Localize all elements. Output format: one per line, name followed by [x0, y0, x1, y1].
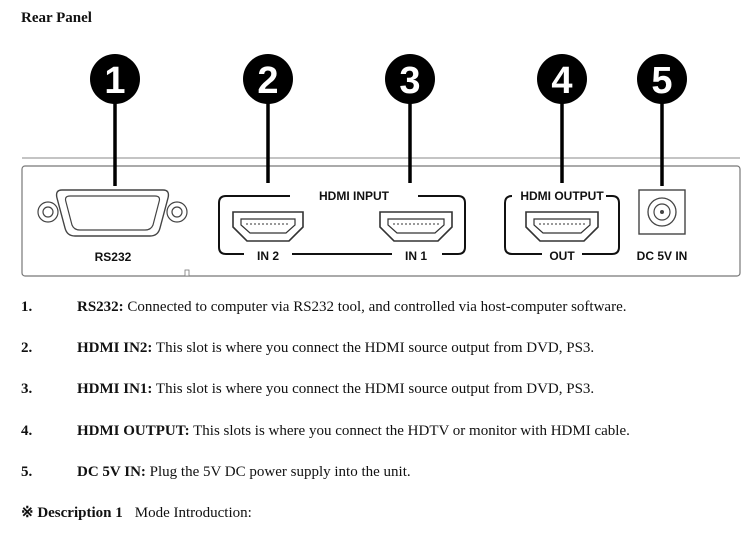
hdmi-input-bracket [218, 195, 466, 255]
item-number: 2. [21, 340, 33, 356]
hdmi-output-bracket [504, 195, 620, 255]
item-body: HDMI IN1: This slot is where you connect… [77, 381, 594, 398]
callout-2-circle [243, 54, 293, 104]
dc-label: DC 5V IN [637, 249, 688, 263]
hdmi-out-port [525, 211, 599, 242]
callout-5-circle [637, 54, 687, 104]
hdmi-in2-port [232, 211, 304, 242]
callout-2: 2 [257, 60, 278, 102]
note-text: Mode Introduction: [134, 505, 252, 521]
item-term: HDMI OUTPUT: [77, 423, 190, 439]
rs232-port [37, 189, 188, 237]
item-text: This slots is where you connect the HDTV… [189, 423, 630, 439]
item-body: HDMI IN2: This slot is where you connect… [77, 340, 594, 357]
callout-4: 4 [551, 60, 572, 102]
callout-4-circle [537, 54, 587, 104]
callout-leaders [113, 100, 664, 186]
callout-3-circle [385, 54, 435, 104]
dc-jack [638, 189, 686, 235]
item-text: Connected to computer via RS232 tool, an… [123, 299, 627, 315]
item-text: Plug the 5V DC power supply into the uni… [145, 464, 411, 480]
item-number: 5. [21, 464, 33, 480]
callout-markers: 1 2 3 4 5 [90, 54, 687, 104]
item-number: 1. [21, 299, 33, 315]
callout-3: 3 [399, 60, 420, 102]
callout-1-circle [90, 54, 140, 104]
hdmi-in1-port [379, 211, 453, 242]
item-term: HDMI IN1: [77, 381, 153, 397]
item-term: RS232: [77, 299, 124, 315]
item-term: DC 5V IN: [77, 464, 146, 480]
item-body: RS232: Connected to computer via RS232 t… [77, 299, 626, 316]
hdmi-output-label: HDMI OUTPUT [520, 189, 604, 203]
item-text: This slot is where you connect the HDMI … [152, 381, 595, 397]
section-title: Rear Panel [21, 10, 92, 26]
in2-label: IN 2 [257, 249, 279, 263]
item-number: 3. [21, 381, 33, 397]
item-body: DC 5V IN: Plug the 5V DC power supply in… [77, 464, 411, 481]
callout-5: 5 [651, 60, 672, 102]
rear-panel-diagram: RS232 HDMI INPUT IN 2 IN 1 HDMI OUTPUT O… [21, 54, 741, 277]
rs232-label: RS232 [95, 250, 132, 264]
item-body: HDMI OUTPUT: This slots is where you con… [77, 423, 630, 440]
note-term: ※ Description 1 [21, 505, 123, 521]
callout-1: 1 [104, 60, 125, 102]
item-text: This slot is where you connect the HDMI … [152, 340, 595, 356]
item-term: HDMI IN2: [77, 340, 153, 356]
in1-label: IN 1 [405, 249, 427, 263]
description-note: ※ Description 1 Mode Introduction: [21, 503, 252, 522]
item-number: 4. [21, 423, 33, 439]
out-label: OUT [549, 249, 575, 263]
hdmi-input-label: HDMI INPUT [319, 189, 390, 203]
